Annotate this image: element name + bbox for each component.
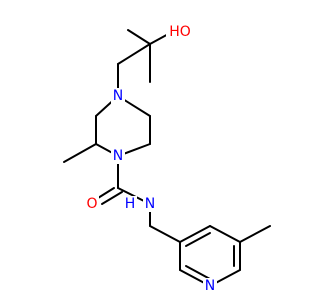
bond-py-c4-c5 bbox=[209, 225, 241, 243]
carbonyl-oxygen-label: O bbox=[86, 196, 97, 212]
bond-ctert-ch2 bbox=[117, 43, 151, 65]
bond-ctert-methyl-top bbox=[127, 29, 151, 45]
bond-ch2-pyridine bbox=[149, 225, 181, 243]
bond-py-inner-n-c2 bbox=[185, 265, 211, 280]
pyridine-nitrogen-label-bg bbox=[203, 278, 217, 294]
piperazine-n4-label: N bbox=[113, 88, 123, 104]
piperazine-n4-label-bg bbox=[111, 88, 125, 104]
amide-hydrogen-label: H bbox=[125, 196, 136, 212]
carbonyl-oxygen-label-bg bbox=[85, 196, 99, 212]
piperazine-n1-label-bg bbox=[111, 148, 125, 164]
amide-hydrogen-label-bg bbox=[123, 196, 137, 212]
bond-py-methyl bbox=[239, 225, 271, 243]
pyridine-nitrogen-label: N bbox=[205, 278, 215, 294]
bond-py-inner-c3-c4 bbox=[185, 232, 211, 247]
bond-c2-methyl bbox=[63, 143, 97, 163]
bond-py-c3-c4 bbox=[179, 225, 211, 243]
amide-nitrogen-label: N bbox=[145, 196, 155, 212]
bond-lines bbox=[63, 29, 271, 287]
amide-nitrogen-label-bg bbox=[143, 196, 157, 212]
bond-carbonyl-double-b bbox=[101, 191, 123, 205]
molecule-structure: HO N N O N H N bbox=[63, 23, 271, 294]
bond-carbonyl-double-a bbox=[97, 187, 115, 199]
piperazine-n1-label: N bbox=[113, 148, 123, 164]
hydroxyl-label-bg bbox=[166, 23, 192, 41]
hydroxyl-label: HO bbox=[169, 24, 191, 40]
atom-labels: HO N N O N H N bbox=[85, 23, 217, 294]
